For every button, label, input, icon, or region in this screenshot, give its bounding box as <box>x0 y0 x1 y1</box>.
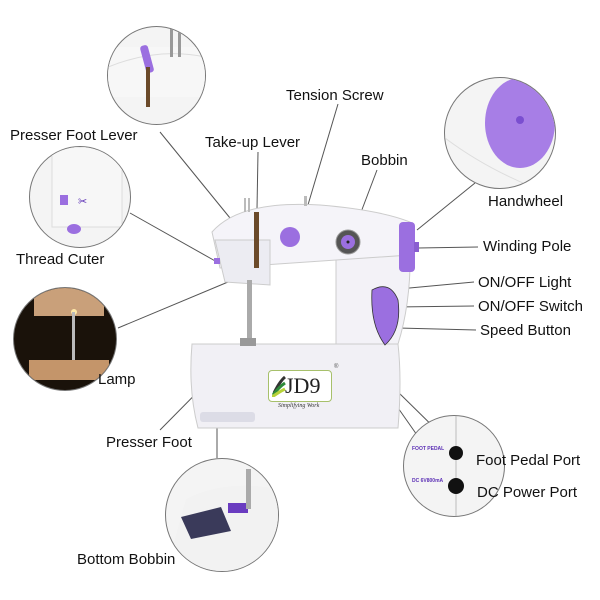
machine-head <box>214 239 271 286</box>
leader-presser-foot-lever <box>159 131 231 219</box>
label-tension-screw: Tension Screw <box>286 87 384 104</box>
label-speed-button: Speed Button <box>480 322 571 339</box>
label-presser-foot-lever: Presser Foot Lever <box>10 127 138 144</box>
needle-bar <box>247 280 252 342</box>
registered-mark: ® <box>334 364 339 370</box>
callout-thread-cutter: ✂ <box>29 146 131 248</box>
label-lamp: Lamp <box>98 371 136 388</box>
label-foot-pedal-port: Foot Pedal Port <box>476 452 581 469</box>
leader-lamp <box>117 281 229 329</box>
label-handwheel: Handwheel <box>488 193 564 210</box>
callout-presser-foot-lever <box>107 26 206 125</box>
thread-cutter-small <box>214 258 220 264</box>
port-label-foot-pedal: FOOT PEDAL <box>412 446 445 452</box>
dc-jack-icon <box>448 478 464 494</box>
leader-on-off-switch <box>394 305 475 308</box>
label-dc-power-port: DC Power Port <box>477 484 578 501</box>
callout-ports: FOOT PEDAL DC 6V800mA <box>403 415 505 517</box>
leader-thread-cutter <box>129 212 218 263</box>
brand-logo: JD9 <box>268 370 332 402</box>
callout-handwheel <box>444 77 556 189</box>
label-presser-foot: Presser Foot <box>106 434 192 451</box>
foot-pedal-jack-icon <box>449 446 463 460</box>
label-bottom-bobbin: Bottom Bobbin <box>77 551 176 568</box>
leaf-logo-icon <box>272 375 286 397</box>
label-on-off-light: ON/OFF Light <box>478 274 572 291</box>
base-tray <box>200 412 255 422</box>
winding-pole-nub <box>414 242 419 252</box>
take-up-lever-slot <box>254 212 259 268</box>
svg-text:✂: ✂ <box>78 196 87 208</box>
brand-tagline: Simplifying Work <box>278 403 320 409</box>
label-on-off-switch: ON/OFF Switch <box>478 298 584 315</box>
presser-foot <box>240 338 256 346</box>
label-winding-pole: Winding Pole <box>483 238 572 255</box>
label-take-up-lever: Take-up Lever <box>205 134 301 151</box>
callout-lamp <box>13 287 117 391</box>
on-off-switch-panel <box>371 286 400 346</box>
callout-bottom-bobbin <box>165 458 279 572</box>
label-bobbin: Bobbin <box>361 152 408 169</box>
label-thread-cutter: Thread Cuter <box>16 251 105 268</box>
brand-name: JD9 <box>285 373 321 398</box>
leader-winding-pole <box>417 246 479 249</box>
tension-screw-knob <box>280 227 300 247</box>
handwheel-side <box>399 222 415 272</box>
leader-speed-button <box>397 327 477 331</box>
port-label-dc: DC 6V800mA <box>412 478 444 484</box>
leader-handwheel <box>416 182 476 231</box>
